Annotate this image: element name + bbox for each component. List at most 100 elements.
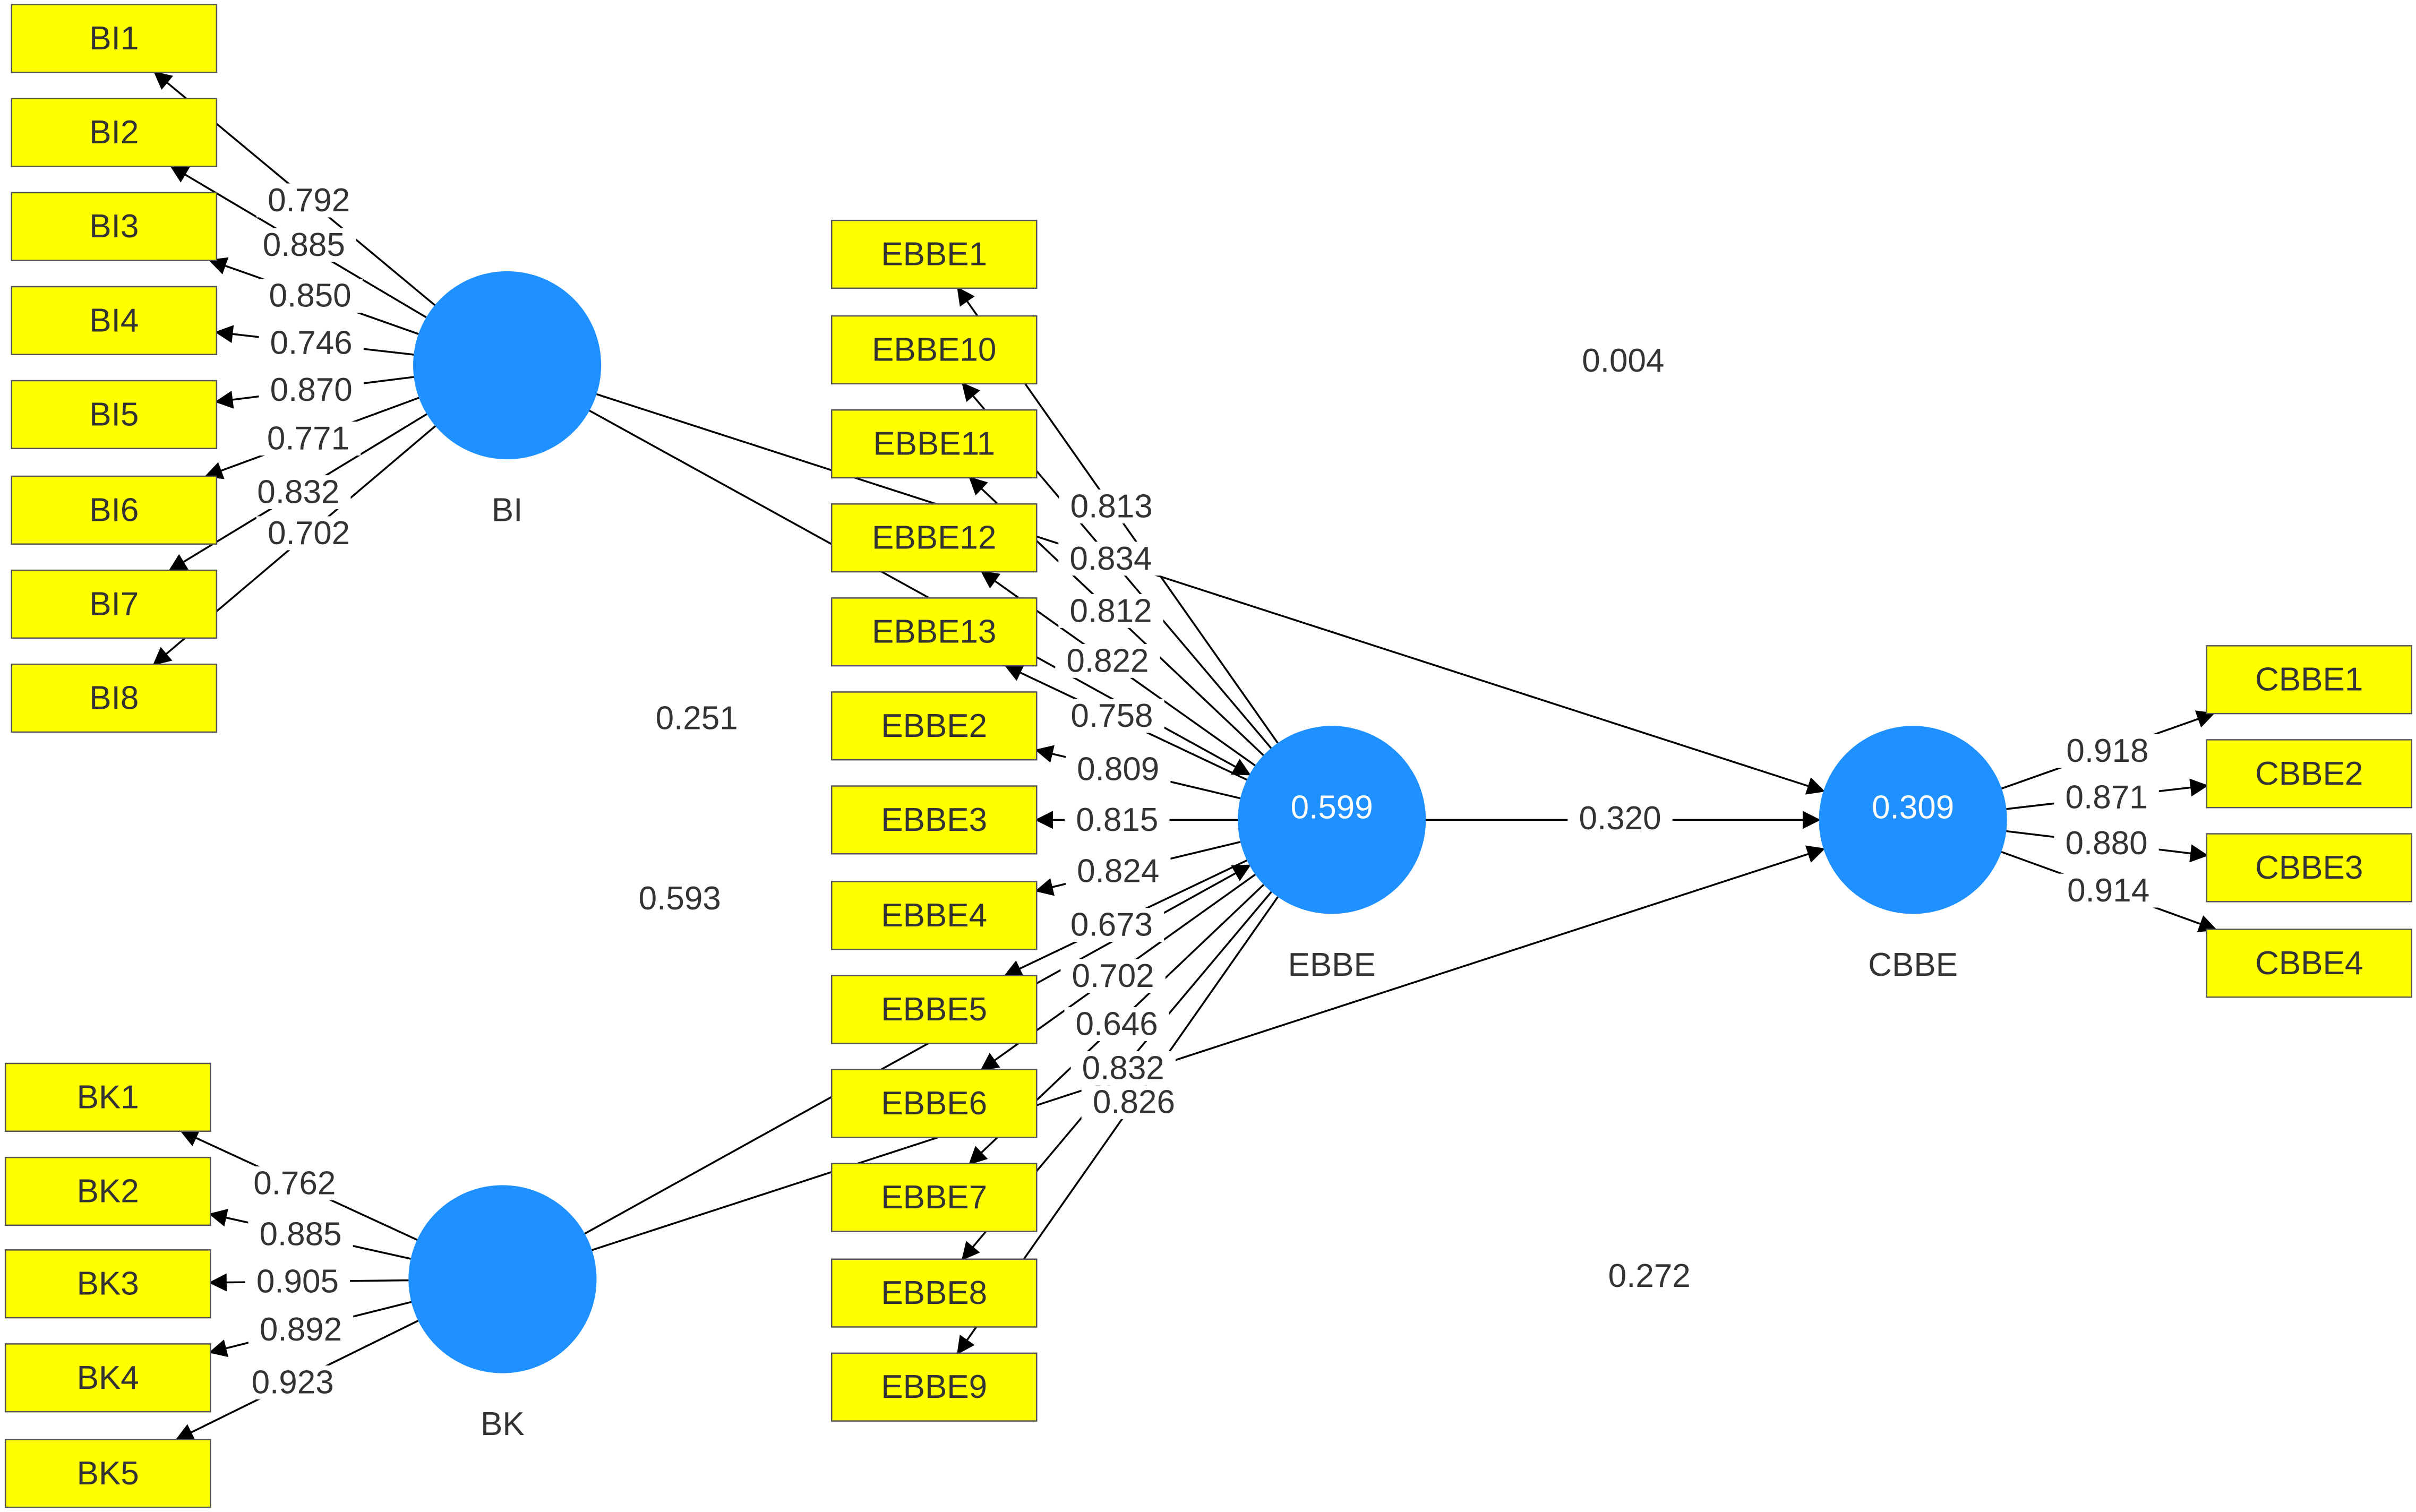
indicator-label: BK3 (77, 1266, 139, 1302)
loading-label-ebbe10-bg (1058, 542, 1163, 576)
indicator-label: EBBE5 (881, 991, 987, 1028)
loading-label-ebbe1-bg (1059, 489, 1164, 523)
loading-label-bk4: 0.892 (260, 1311, 342, 1348)
indicator-ebbe11[interactable]: EBBE11 (830, 409, 1038, 479)
indicator-bk1[interactable]: BK1 (4, 1062, 211, 1132)
indicator-ebbe5[interactable]: EBBE5 (830, 975, 1038, 1044)
indicator-ebbe6[interactable]: EBBE6 (830, 1069, 1038, 1138)
latent-circle (1238, 726, 1426, 914)
indicator-bi6[interactable]: BI6 (11, 475, 218, 545)
latent-r-squared: 0.599 (1291, 789, 1373, 826)
indicator-label: BK2 (77, 1173, 139, 1210)
indicator-bi1[interactable]: BI1 (11, 4, 218, 73)
edge-labels-layer: 0.7920.8850.8500.7460.8700.7710.8320.702… (240, 182, 2161, 1401)
indicator-label: EBBE2 (881, 708, 987, 744)
latent-circle (1819, 726, 2007, 914)
latent-bi[interactable]: BI (413, 271, 602, 528)
loading-label-ebbe7: 0.646 (1076, 1006, 1158, 1043)
loading-label-cbbe3-bg (2054, 826, 2159, 861)
loading-label-ebbe13: 0.758 (1070, 698, 1153, 734)
latent-r-squared: 0.309 (1872, 789, 1954, 826)
loading-label-ebbe2: 0.809 (1077, 751, 1159, 788)
indicator-ebbe12[interactable]: EBBE12 (830, 503, 1038, 573)
indicator-bi2[interactable]: BI2 (11, 98, 218, 167)
indicator-ebbe1[interactable]: EBBE1 (830, 219, 1038, 289)
loading-label-bk2: 0.885 (259, 1216, 341, 1252)
loading-label-ebbe11: 0.812 (1070, 592, 1152, 629)
indicator-bi3[interactable]: BI3 (11, 192, 218, 261)
indicator-bi8[interactable]: BI8 (11, 663, 218, 733)
indicator-box (4, 1343, 211, 1413)
loading-label-ebbe8: 0.832 (1082, 1050, 1164, 1087)
loading-label-cbbe1: 0.918 (2066, 733, 2148, 769)
indicator-bi4[interactable]: BI4 (11, 286, 218, 355)
loading-label-bi3-bg (258, 279, 363, 313)
indicator-label: BI5 (89, 396, 139, 433)
indicator-box (830, 597, 1038, 667)
indicator-label: EBBE6 (881, 1085, 987, 1122)
indicator-box (11, 192, 218, 261)
loading-label-ebbe6-bg (1060, 959, 1166, 993)
indicator-ebbe10[interactable]: EBBE10 (830, 315, 1038, 385)
loading-label-bi5: 0.870 (270, 372, 353, 408)
latent-bk[interactable]: BK (408, 1185, 597, 1442)
loading-label-bi2-bg (251, 228, 356, 262)
loading-label-bk4-bg (248, 1312, 354, 1347)
indicator-box (11, 286, 218, 355)
indicator-label: BI1 (89, 20, 139, 57)
indicator-bi5[interactable]: BI5 (11, 380, 218, 450)
path-arrow-bi-cbbe (596, 393, 1826, 795)
indicator-bk3[interactable]: BK3 (4, 1249, 211, 1319)
indicator-box (11, 663, 218, 733)
indicator-ebbe8[interactable]: EBBE8 (830, 1258, 1038, 1328)
loading-label-ebbe3: 0.815 (1076, 802, 1158, 838)
loading-label-bi8-bg (256, 516, 362, 551)
indicator-ebbe13[interactable]: EBBE13 (830, 597, 1038, 667)
loading-label-ebbe12: 0.822 (1066, 642, 1149, 679)
loading-label-bi5-bg (259, 373, 364, 407)
indicator-ebbe4[interactable]: EBBE4 (830, 881, 1038, 950)
path-label-bk-cbbe: 0.272 (1608, 1258, 1691, 1294)
loading-label-cbbe1-bg (2055, 734, 2160, 768)
indicator-ebbe9[interactable]: EBBE9 (830, 1352, 1038, 1422)
indicator-label: EBBE13 (872, 614, 996, 650)
indicator-box (2206, 739, 2412, 809)
latent-label: EBBE (1288, 947, 1375, 983)
loading-label-ebbe12-bg (1055, 643, 1160, 678)
loading-label-ebbe6: 0.702 (1072, 958, 1154, 994)
indicator-label: BI8 (89, 680, 139, 717)
latent-label: CBBE (1868, 947, 1958, 983)
loading-label-bk1-bg (242, 1166, 347, 1200)
indicator-ebbe3[interactable]: EBBE3 (830, 785, 1038, 855)
loading-label-ebbe4-bg (1066, 854, 1171, 889)
indicator-box (830, 1258, 1038, 1328)
indicator-bk5[interactable]: BK5 (4, 1439, 211, 1508)
indicator-box (830, 975, 1038, 1044)
indicator-ebbe7[interactable]: EBBE7 (830, 1163, 1038, 1232)
path-arrow-bk-cbbe (592, 845, 1826, 1251)
indicator-label: BK4 (77, 1360, 139, 1396)
loading-label-ebbe2-bg (1066, 752, 1171, 787)
path-label-bi-ebbe-bg (644, 701, 749, 735)
indicator-cbbe3[interactable]: CBBE3 (2206, 833, 2412, 903)
indicator-bk4[interactable]: BK4 (4, 1343, 211, 1413)
loading-label-ebbe8-bg (1070, 1051, 1176, 1085)
indicator-label: EBBE11 (873, 426, 995, 462)
indicator-label: EBBE10 (872, 331, 996, 368)
path-label-bi-cbbe-bg (1571, 343, 1676, 378)
indicator-box (2206, 929, 2412, 998)
indicator-cbbe2[interactable]: CBBE2 (2206, 739, 2412, 809)
indicator-cbbe1[interactable]: CBBE1 (2206, 645, 2412, 715)
indicator-box (11, 98, 218, 167)
indicator-ebbe2[interactable]: EBBE2 (830, 691, 1038, 761)
indicator-label: EBBE3 (881, 802, 987, 838)
indicator-bk2[interactable]: BK2 (4, 1156, 211, 1226)
indicator-box (4, 1156, 211, 1226)
indicator-box (830, 691, 1038, 761)
path-label-bk-ebbe-bg (627, 881, 732, 916)
indicator-bi7[interactable]: BI7 (11, 569, 218, 639)
indicator-cbbe4[interactable]: CBBE4 (2206, 929, 2412, 998)
